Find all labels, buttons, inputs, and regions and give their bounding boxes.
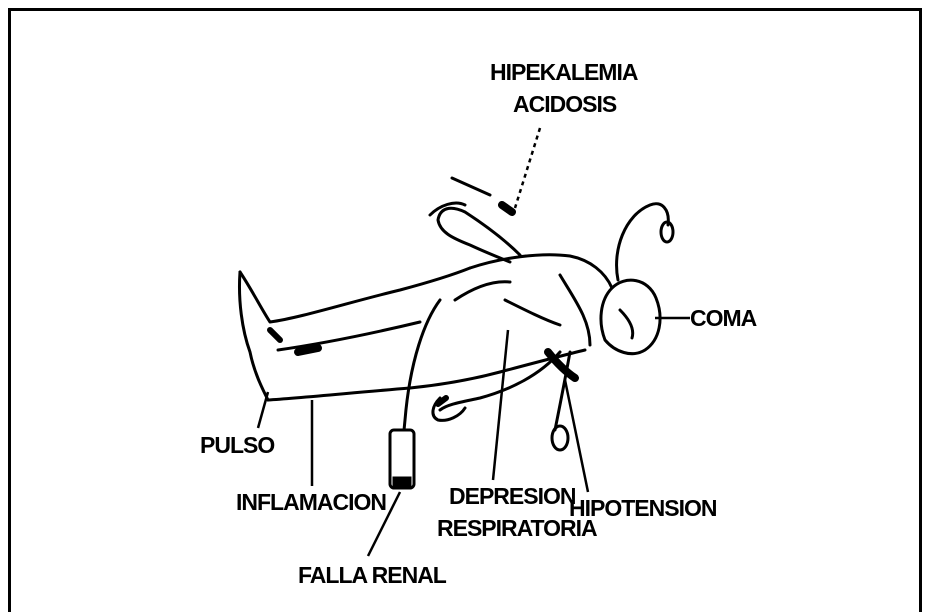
face-detail [620,310,633,338]
leader-depresion [493,330,508,480]
label-pulso: PULSO [200,432,274,458]
leg-lower-outline [268,372,500,400]
bp-cuff-bulb [552,426,568,450]
label-acidosis: ACIDOSIS [513,91,617,117]
label-falla-renal: FALLA RENAL [298,562,447,588]
label-inflamacion: INFLAMACION [236,489,386,515]
label-depresion: DEPRESION [449,483,576,509]
label-coma: COMA [690,305,757,331]
foot-outline [239,272,268,400]
label-hiperkalemia: HIPEKALEMIA [490,59,638,85]
ecg-wire [617,204,669,280]
medical-equipment [270,178,673,488]
belly [505,300,560,325]
raised-arm [438,208,520,262]
leg-mid-line [278,322,420,350]
leader-pulso [258,392,268,428]
torso-inner [455,282,510,300]
head-outline [601,280,660,353]
shoulder [560,275,590,345]
label-hipotension: HIPOTENSION [569,495,717,521]
patient-figure [239,203,660,420]
leg-upper-outline [240,268,470,322]
leader-hiperkalemia [515,128,540,208]
